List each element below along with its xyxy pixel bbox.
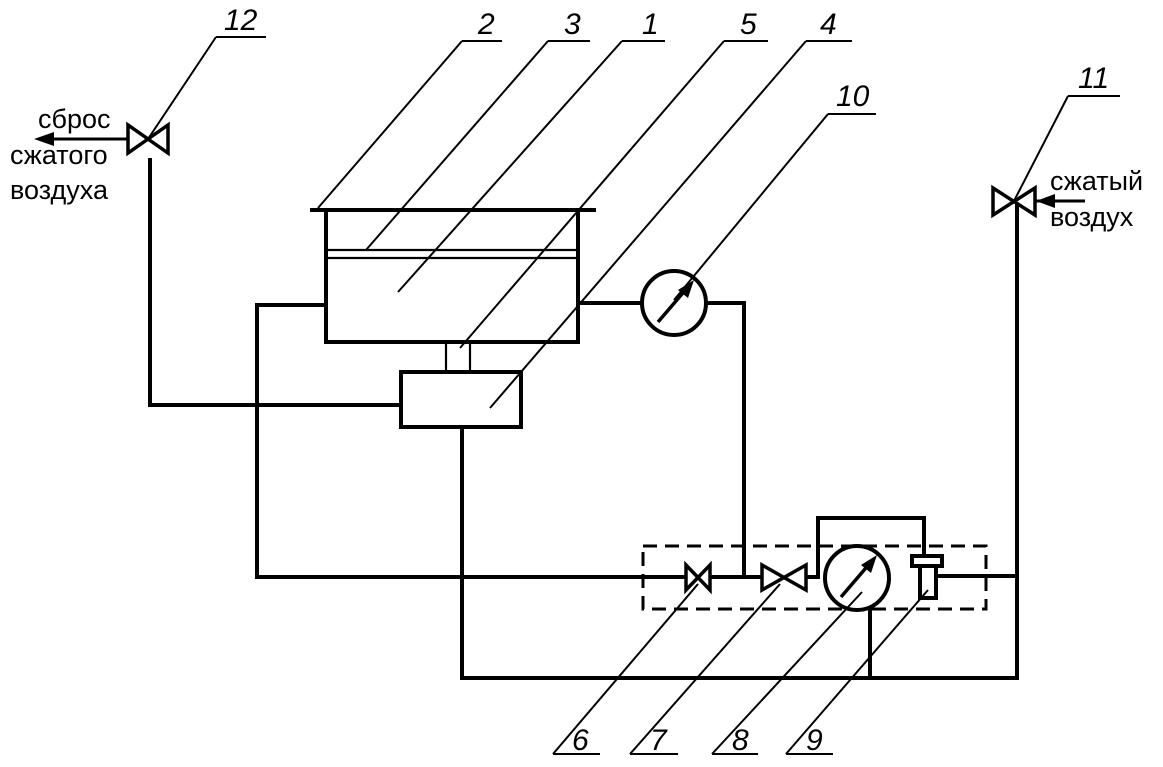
arrow-left-icon [34, 132, 54, 146]
block-4 [399, 370, 523, 429]
control-panel [641, 544, 988, 611]
label-12: 12 [224, 4, 258, 37]
piping [148, 158, 1019, 680]
valve-6 [684, 560, 712, 595]
chamber [310, 208, 596, 344]
gauge-8 [823, 544, 891, 612]
valve-7 [760, 561, 808, 594]
label-6: 6 [572, 724, 589, 757]
label-4: 4 [820, 8, 837, 41]
regulator-9 [910, 554, 944, 600]
pipe-gauge10-valve7 [704, 301, 764, 579]
gauge-needle-icon [861, 555, 877, 573]
label-7: 7 [650, 724, 668, 757]
gauge-needle-icon [678, 280, 694, 298]
label-8: 8 [732, 724, 749, 757]
label-9: 9 [806, 724, 823, 757]
label-2: 2 [477, 8, 495, 41]
pipe-bottom-loop [460, 198, 1019, 680]
supply-text-2: воздух [1050, 202, 1134, 232]
release-text-3: воздуха [10, 175, 109, 205]
label-1: 1 [642, 8, 659, 41]
label-10: 10 [836, 80, 870, 113]
arrow-supply [1035, 194, 1085, 208]
label-5: 5 [740, 8, 757, 41]
release-text-1: сброс [38, 104, 111, 134]
pipe-bypass [804, 516, 926, 579]
label-3: 3 [564, 8, 581, 41]
pipe-release [148, 158, 403, 407]
release-text-2: сжатого [10, 140, 108, 170]
label-11: 11 [1078, 62, 1109, 95]
arrow-left-icon [1036, 194, 1055, 208]
arrow-release [34, 132, 128, 146]
leaders [147, 36, 1120, 755]
supply-text-1: сжатый [1050, 166, 1143, 196]
valve-11 [991, 184, 1037, 219]
stem-5 [444, 342, 472, 372]
pipe-left-loop [255, 303, 688, 579]
gauge-10 [640, 269, 708, 337]
